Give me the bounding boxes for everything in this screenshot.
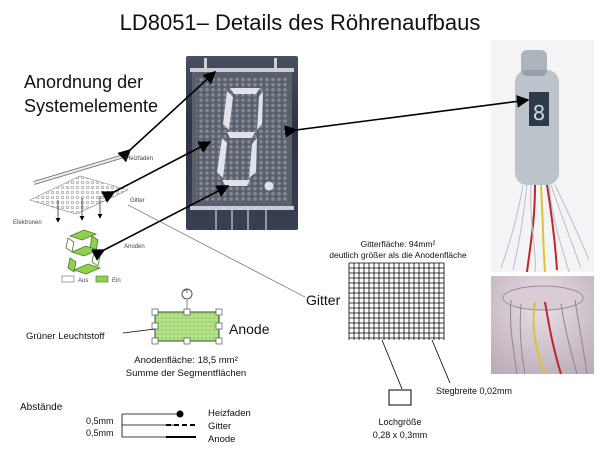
lochgroesse-label: Lochgröße	[378, 417, 421, 427]
arrangement-title-line1: Anordnung der	[24, 72, 144, 92]
anode-element	[151, 288, 223, 345]
legend-aus-label: Aus	[78, 278, 88, 284]
gitterflaeche-label: Gitterfläche: 94mm²	[361, 239, 436, 249]
tube-photo: 8	[491, 40, 594, 273]
schematic-anoden	[65, 229, 102, 275]
abstaende-dist2: 0,5mm	[86, 428, 114, 438]
leuchtstoff-pointer	[122, 328, 156, 334]
schem-label-heizfaden: Heizfaden	[126, 156, 153, 162]
abstaende-heizfaden: Heizfaden	[208, 408, 251, 419]
seven-segment-digit	[217, 88, 274, 191]
schem-label-elektronen: Elektronen	[13, 220, 42, 226]
pins-photo	[491, 276, 594, 375]
gitterflaeche-sub: deutlich größer als die Anodenfläche	[329, 250, 467, 260]
legend-aus-swatch	[61, 275, 75, 283]
legend-ein-swatch	[95, 275, 109, 283]
lochgroesse-value: 0,28 x 0,3mm	[373, 430, 428, 440]
anodenflaeche-sub: Summe der Segmentflächen	[126, 368, 246, 379]
abstaende-title: Abstände	[20, 402, 63, 413]
abstaende-dist1: 0,5mm	[86, 416, 114, 426]
gitter-connector-line	[127, 204, 306, 298]
page-title: LD8051– Details des Röhrenaufbaus	[119, 10, 481, 35]
lochgroesse-box	[388, 389, 412, 406]
lochgroesse-pointer	[381, 339, 403, 390]
leuchtstoff-label: Grüner Leuchtstoff	[26, 331, 105, 342]
abstaende-diagram	[121, 410, 196, 438]
connector-arrows	[91, 70, 530, 261]
stegbreite-pointer	[431, 339, 451, 384]
grid-mesh	[348, 262, 445, 340]
stegbreite-label: Stegbreite 0,02mm	[436, 386, 512, 396]
schem-label-anoden: Anoden	[124, 244, 145, 250]
svg-text:8: 8	[533, 101, 546, 125]
abstaende-gitter: Gitter	[208, 421, 231, 432]
schem-label-gitter: Gitter	[130, 198, 145, 204]
pins-photo-art	[502, 285, 588, 375]
legend-ein-label: Ein	[112, 278, 121, 284]
gitter-label: Gitter	[306, 292, 341, 308]
anodenflaeche-label: Anodenfläche: 18,5 mm²	[134, 355, 238, 366]
abstaende-anode: Anode	[208, 434, 235, 445]
anode-label: Anode	[229, 321, 270, 337]
